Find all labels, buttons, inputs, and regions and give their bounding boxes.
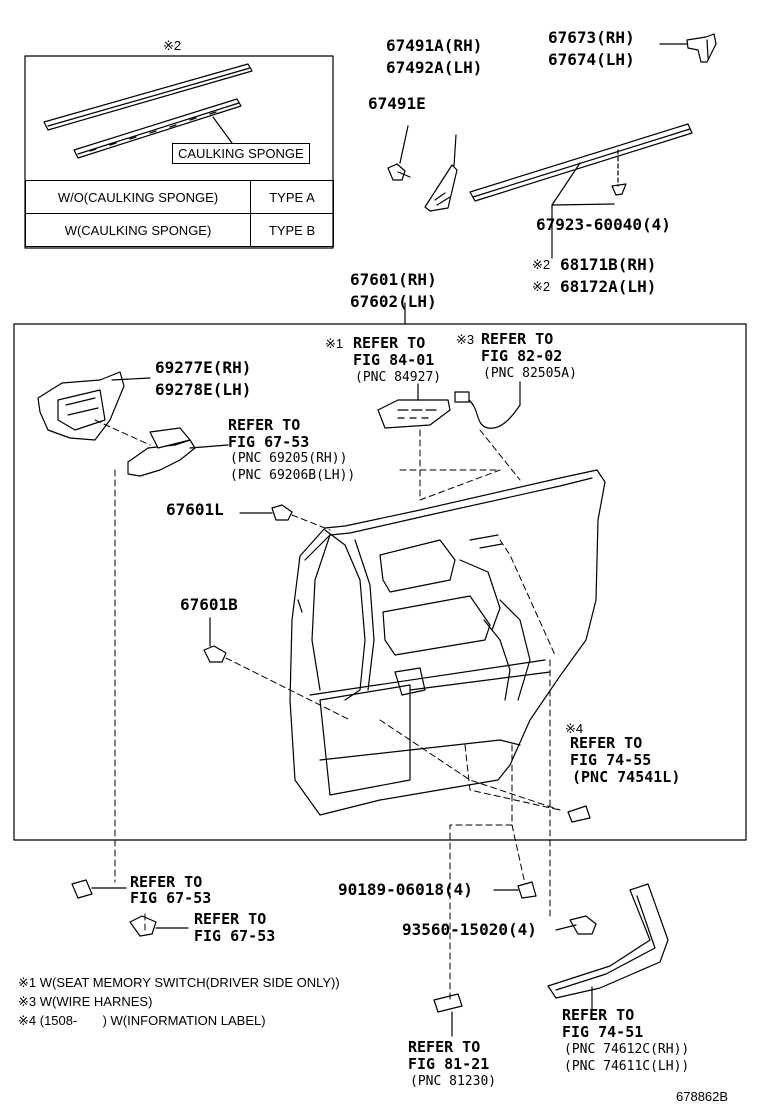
inset-weatherstrip-type-b [73,98,242,159]
ref-67-53-handle-pnc-rh: (PNC 69205(RH)) [230,451,348,466]
screw-93560 [555,915,597,935]
part-67491E[interactable]: 67491E [368,94,426,113]
door-belt-weatherstrip [469,123,693,259]
ref-84-01-fig[interactable]: FIG 84-01 [353,351,435,369]
ref-84-01-label[interactable]: REFER TO [353,334,426,352]
table-cell-type: TYPE B [250,213,334,247]
ref-81-21-label[interactable]: REFER TO [408,1038,481,1056]
note-1: ※1 W(SEAT MEMORY SWITCH(DRIVER SIDE ONLY… [18,975,340,990]
ref-67-53-handle-label[interactable]: REFER TO [228,416,301,434]
ref-67-53-clip-label[interactable]: REFER TO [130,873,203,891]
small-clip [71,879,93,899]
ref-82-02-pnc: (PNC 82505A) [483,366,577,381]
ref-74-55-fig[interactable]: FIG 74-55 [570,751,652,769]
information-label [567,805,591,823]
mark-68172: ※2 [532,279,551,294]
ref-82-02-mark: ※3 [456,332,475,347]
part-90189[interactable]: 90189-06018(4) [338,880,473,899]
wire-harness [454,381,521,429]
drawing-id: 678862B [676,1089,729,1104]
ref-74-51-pnc-lh: (PNC 74611C(LH)) [564,1059,690,1074]
ref-81-21-pnc: (PNC 81230) [410,1074,497,1089]
clip-67923 [611,149,627,196]
ref-74-51-fig[interactable]: FIG 74-51 [562,1023,644,1041]
inset-mark: ※2 [163,38,182,53]
caulking-sponge-leader [212,116,233,144]
door-trim-garnish-74612C [547,883,669,1011]
part-67674[interactable]: 67674(LH) [548,50,635,69]
part-69278E[interactable]: 69278E(LH) [155,380,252,399]
part-68172A[interactable]: 68172A(LH) [560,277,657,296]
table-row: W/O(CAULKING SPONGE) TYPE A [25,180,334,214]
part-67601B[interactable]: 67601B [180,595,238,614]
clip-67601L [239,504,293,521]
part-67923[interactable]: 67923-60040(4) [536,215,671,234]
inset-frame [24,55,334,249]
table-cell-type: TYPE A [250,180,334,214]
clip-90189 [517,881,537,899]
inner-door-handle [127,427,229,477]
ref-74-55-pnc: (PNC 74541L) [572,768,681,786]
part-67673[interactable]: 67673(RH) [548,28,635,47]
part-67601[interactable]: 67601(RH) [350,270,437,289]
part-67601L[interactable]: 67601L [166,500,224,519]
ref-74-55-mark: ※4 [565,721,584,736]
part-67491A[interactable]: 67491A(RH) [386,36,483,55]
inset-weatherstrip-type-a [43,63,253,131]
dashed-leaders [94,419,561,1001]
ref-82-02-fig[interactable]: FIG 82-02 [481,347,563,365]
door-frame-garnish-67491A [424,134,458,212]
ref-67-53-handle-pnc-lh: (PNC 69206B(LH)) [230,468,356,483]
inner-handle-bezel-69277E [37,371,151,441]
door-trim-panel [289,469,606,816]
ref-81-21-fig[interactable]: FIG 81-21 [408,1055,490,1073]
ref-84-01-pnc: (PNC 84927) [355,370,442,385]
ref-67-53-screw-label[interactable]: REFER TO [194,910,267,928]
screw-left [129,915,189,937]
bracket-67673 [659,33,717,63]
part-67492A[interactable]: 67492A(LH) [386,58,483,77]
ref-67-53-screw-fig[interactable]: FIG 67-53 [194,927,276,945]
part-93560[interactable]: 93560-15020(4) [402,920,537,939]
table-cell-condition: W/O(CAULKING SPONGE) [25,180,251,214]
part-69277E[interactable]: 69277E(RH) [155,358,252,377]
part-67602[interactable]: 67602(LH) [350,292,437,311]
part-68171B[interactable]: 68171B(RH) [560,255,657,274]
clip-67601B [203,617,227,663]
ref-67-53-clip-fig[interactable]: FIG 67-53 [130,889,212,907]
door-trim-frame [13,323,747,841]
mark-68171: ※2 [532,257,551,272]
ref-74-51-pnc-rh: (PNC 74612C(RH)) [564,1042,690,1057]
ref-74-55-label[interactable]: REFER TO [570,734,643,752]
table-row: W(CAULKING SPONGE) TYPE B [25,213,334,247]
note-3: ※3 W(WIRE HARNES) [18,994,153,1009]
caulking-sponge-label: CAULKING SPONGE [172,143,310,164]
clip-67491E [387,125,411,181]
ref-74-51-label[interactable]: REFER TO [562,1006,635,1024]
inset-type-table: W/O(CAULKING SPONGE) TYPE A W(CAULKING S… [25,180,334,247]
ref-84-01-mark: ※1 [325,336,344,351]
ref-82-02-label[interactable]: REFER TO [481,330,554,348]
power-window-switch [377,383,451,429]
note-4: ※4 (1508- ) W(INFORMATION LABEL) [18,1013,266,1028]
connector-81230 [433,993,463,1037]
table-cell-condition: W(CAULKING SPONGE) [25,213,251,247]
ref-67-53-handle-fig[interactable]: FIG 67-53 [228,433,310,451]
